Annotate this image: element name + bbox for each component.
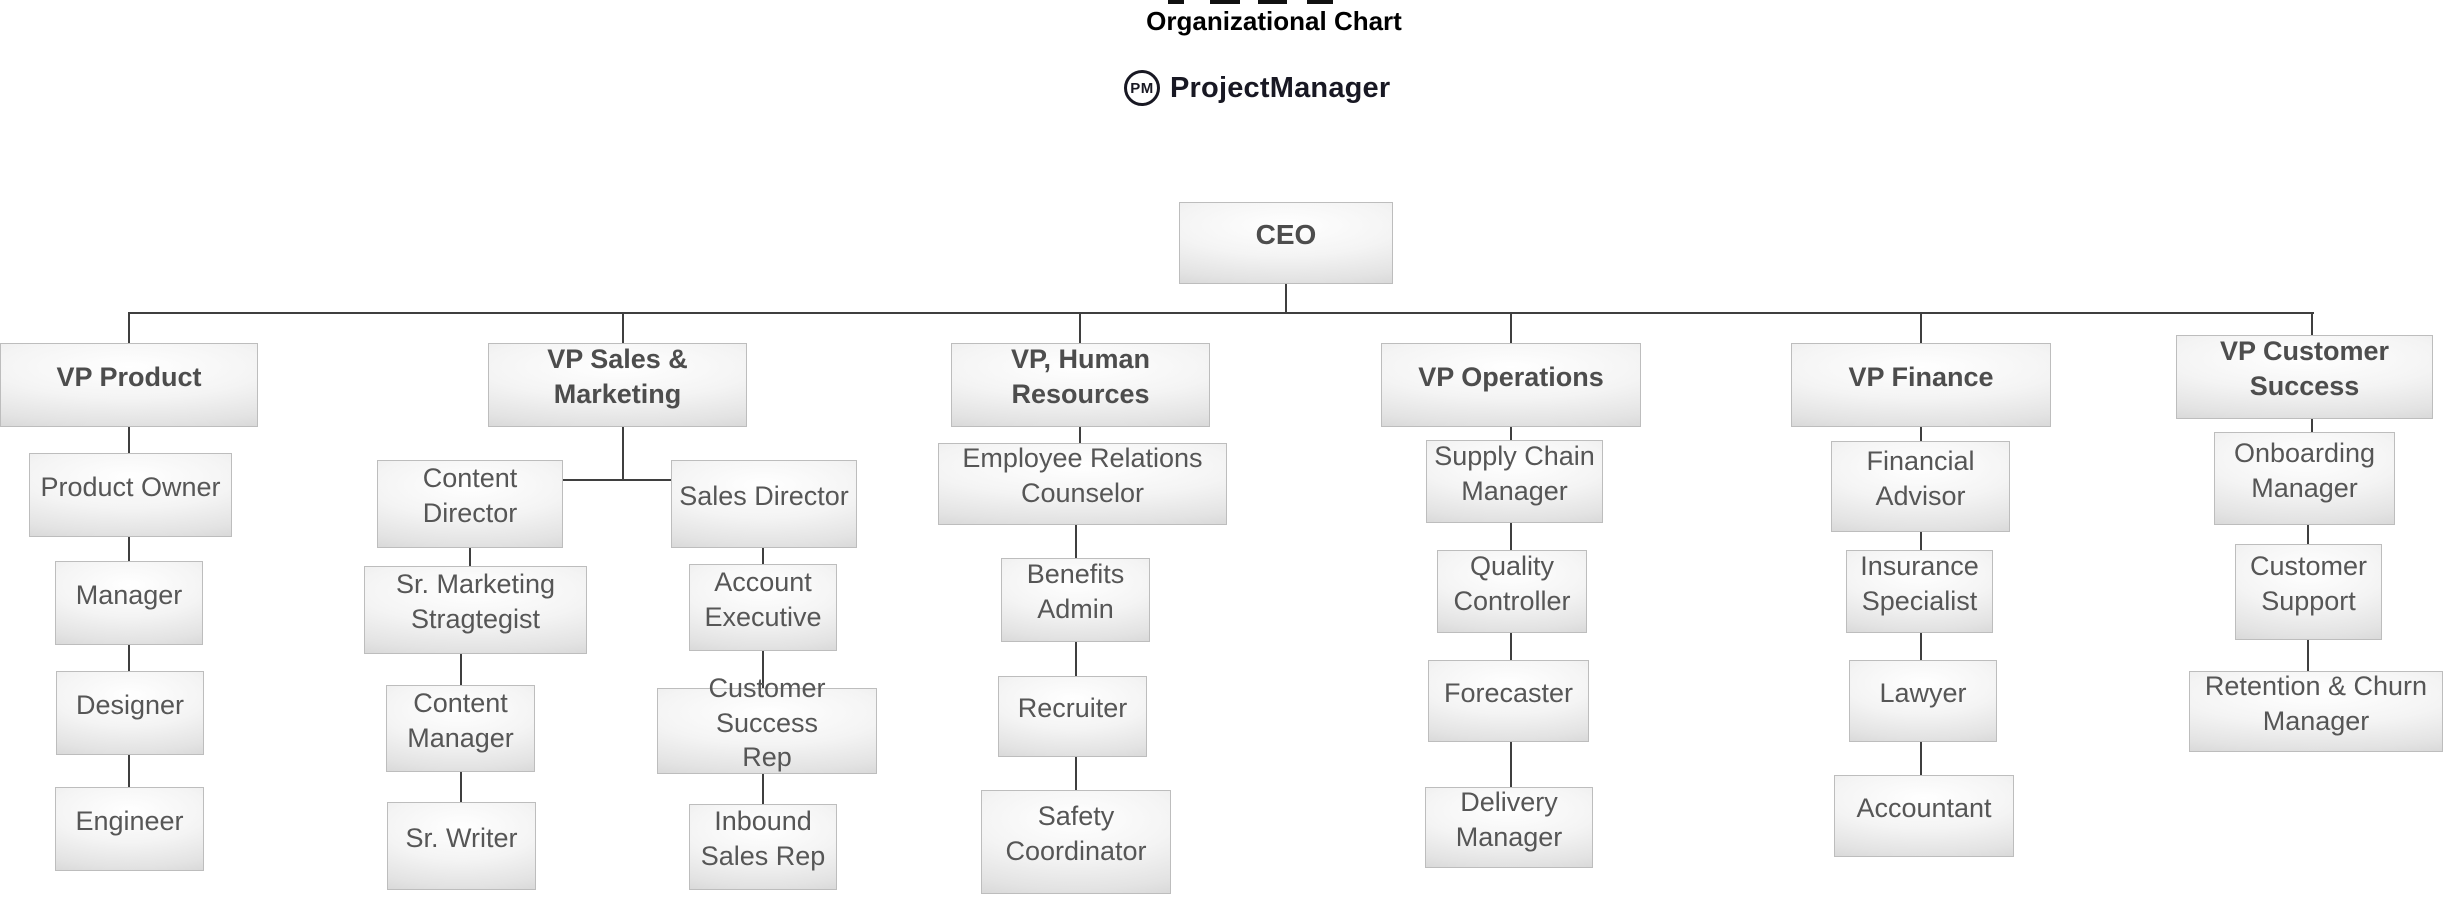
connector bbox=[1920, 742, 1922, 775]
brand-name: ProjectManager bbox=[1170, 71, 1391, 104]
connector bbox=[460, 654, 462, 685]
org-node-account-executive: Account Executive bbox=[689, 564, 837, 651]
org-node-delivery-manager: Delivery Manager bbox=[1425, 787, 1593, 868]
connector bbox=[1510, 633, 1512, 660]
connector bbox=[762, 651, 764, 688]
org-node-vp-sales-marketing: VP Sales & Marketing bbox=[488, 343, 747, 427]
org-node-manager: Manager bbox=[55, 561, 203, 645]
connector bbox=[622, 427, 624, 481]
connector bbox=[1075, 525, 1077, 558]
pm-logo-text: PM bbox=[1130, 79, 1154, 97]
org-node-customer-success-rep: Customer Success Rep bbox=[657, 673, 877, 774]
connector bbox=[762, 774, 764, 804]
org-node-sales-director: Sales Director bbox=[671, 460, 857, 548]
org-node-vp-customer-success: VP Customer Success bbox=[2176, 335, 2433, 419]
org-node-sr-writer: Sr. Writer bbox=[387, 802, 536, 890]
org-node-inbound-sales-rep: Inbound Sales Rep bbox=[689, 804, 837, 890]
connector bbox=[762, 548, 764, 564]
connector bbox=[2311, 419, 2313, 432]
org-node-vp-operations: VP Operations bbox=[1381, 343, 1641, 427]
org-node-safety-coordinator: Safety Coordinator bbox=[981, 790, 1171, 894]
connector-split bbox=[563, 479, 671, 481]
org-node-content-director: Content Director bbox=[377, 460, 563, 548]
org-node-sr-marketing-strategist: Sr. Marketing Stragtegist bbox=[364, 566, 587, 654]
connector bbox=[1075, 757, 1077, 790]
connector-ceo-drop bbox=[1285, 284, 1287, 313]
org-node-retention-churn-manager: Retention & Churn Manager bbox=[2189, 671, 2443, 752]
org-node-financial-advisor: Financial Advisor bbox=[1831, 441, 2010, 532]
connector bbox=[1075, 642, 1077, 676]
connector bbox=[1920, 532, 1922, 550]
connector bbox=[1510, 427, 1512, 440]
brand-logo: PM ProjectManager bbox=[1124, 68, 1390, 108]
org-node-accountant: Accountant bbox=[1834, 775, 2014, 857]
connector bbox=[128, 645, 130, 671]
connector bbox=[460, 772, 462, 802]
org-node-benefits-admin: Benefits Admin bbox=[1001, 558, 1150, 642]
org-node-insurance-specialist: Insurance Specialist bbox=[1846, 550, 1993, 633]
connector-drop-vp-customer-success bbox=[2311, 312, 2313, 335]
org-node-supply-chain-manager: Supply Chain Manager bbox=[1426, 440, 1603, 523]
org-node-quality-controller: Quality Controller bbox=[1437, 550, 1587, 633]
org-node-forecaster: Forecaster bbox=[1428, 660, 1589, 742]
org-node-lawyer: Lawyer bbox=[1849, 660, 1997, 742]
org-node-product-owner: Product Owner bbox=[29, 453, 232, 537]
connector bbox=[1920, 427, 1922, 441]
org-node-vp-finance: VP Finance bbox=[1791, 343, 2051, 427]
org-node-content-manager: Content Manager bbox=[386, 685, 535, 772]
connector-drop-vp-operations bbox=[1510, 312, 1512, 343]
connector bbox=[2307, 525, 2309, 544]
connector bbox=[128, 537, 130, 561]
connector bbox=[1510, 742, 1512, 787]
connector bbox=[128, 427, 130, 453]
org-node-employee-relations-counselor: Employee Relations Counselor bbox=[938, 443, 1227, 525]
connector bbox=[1510, 523, 1512, 550]
connector-drop-vp-product bbox=[128, 312, 130, 343]
org-node-ceo: CEO bbox=[1179, 202, 1393, 284]
connector bbox=[1920, 633, 1922, 660]
org-node-engineer: Engineer bbox=[55, 787, 204, 871]
connector-drop-vp-finance bbox=[1920, 312, 1922, 343]
org-node-recruiter: Recruiter bbox=[998, 676, 1147, 757]
connector bbox=[128, 755, 130, 787]
connector-drop-vp-hr bbox=[1079, 312, 1081, 343]
connector bbox=[1079, 427, 1081, 443]
connector-main-horizontal bbox=[128, 312, 2314, 314]
org-node-vp-human-resources: VP, Human Resources bbox=[951, 343, 1210, 427]
org-node-designer: Designer bbox=[56, 671, 204, 755]
connector bbox=[2307, 640, 2309, 671]
page-title: Organizational Chart bbox=[1146, 6, 1402, 36]
org-node-customer-support: Customer Support bbox=[2235, 544, 2382, 640]
org-node-onboarding-manager: Onboarding Manager bbox=[2214, 432, 2395, 525]
connector-drop-vp-sales bbox=[622, 312, 624, 343]
connector bbox=[469, 548, 471, 566]
pm-logo-icon: PM bbox=[1124, 70, 1160, 106]
org-node-vp-product: VP Product bbox=[0, 343, 258, 427]
